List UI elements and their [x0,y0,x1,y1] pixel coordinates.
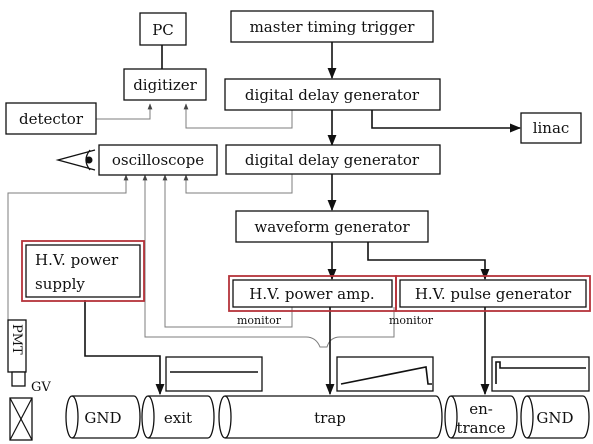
entrance-waveform [491,356,590,392]
gate-valve-cross [9,397,33,441]
master-trigger-box: master timing trigger [230,10,434,43]
hv-pulse-generator-label: H.V. pulse generator [415,285,572,303]
digitizer-box: digitizer [123,68,207,101]
hv-power-supply-box: H.V. power supply [21,240,145,302]
electrode-trap: trap [218,395,443,439]
hv-power-amp-box: H.V. power amp. [228,275,397,312]
electrode-gnd-right-label: GND [536,409,573,427]
oscilloscope-box: oscilloscope [98,144,218,176]
hv-pulse-generator-box: H.V. pulse generator [395,275,591,312]
delay-generator-2-box: digital delay generator [225,144,441,175]
electrode-exit-label: exit [164,409,192,427]
oscilloscope-label: oscilloscope [112,151,204,169]
electrode-entrance-label-line2: trance [456,419,505,437]
electrode-gnd-left-label: GND [84,409,121,427]
trap-waveform [336,356,434,392]
delay-generator-1-box: digital delay generator [224,78,441,111]
monitor-lines [7,103,395,348]
pmt-label: PMT [9,324,24,355]
electrode-trap-label: trap [314,409,346,427]
delay-generator-2-label: digital delay generator [245,151,420,169]
monitor-label-2: monitor [389,314,434,327]
electrode-exit: exit [141,395,215,439]
electrode-entrance: en- trance [444,395,518,439]
pmt-box: PMT [7,319,27,373]
waveform-generator-label: waveform generator [254,218,410,236]
hv-power-amp-label: H.V. power amp. [249,285,374,303]
electrode-gnd-left: GND [65,395,141,439]
trigger-lines [84,42,522,396]
linac-label: linac [533,119,570,137]
delay-generator-1-label: digital delay generator [245,86,420,104]
master-trigger-label: master timing trigger [250,18,416,36]
detector-box: detector [5,102,97,135]
digitizer-label: digitizer [133,76,197,94]
gv-valve-body [11,371,26,387]
monitor-label-1: monitor [237,314,282,327]
exit-waveform [165,356,263,392]
hv-power-supply-label-line2: supply [35,275,85,293]
waveform-generator-box: waveform generator [235,210,429,243]
hv-power-supply-label-line1: H.V. power [35,251,119,269]
pc-box: PC [139,12,187,46]
detector-label: detector [19,110,84,128]
electrode-gnd-right: GND [520,395,590,439]
gv-label: GV [31,380,51,395]
electrode-entrance-label-line1: en- [469,400,493,418]
eye-icon [55,149,96,171]
linac-box: linac [520,112,582,144]
pc-label: PC [152,21,174,39]
